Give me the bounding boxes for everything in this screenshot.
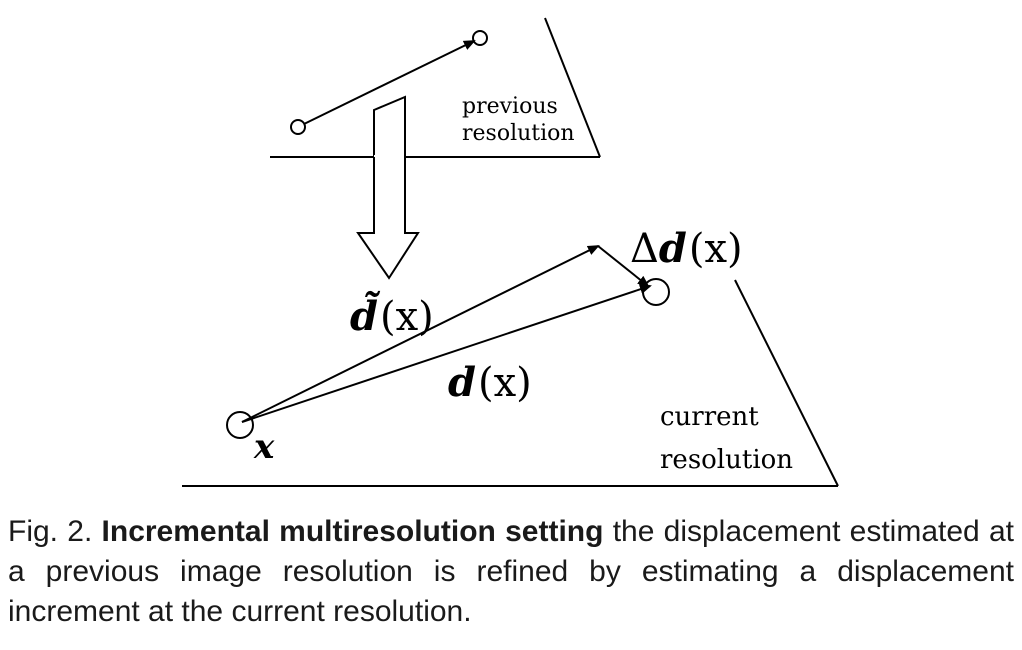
current-resolution-label-1: current (660, 402, 759, 432)
displacement-arrow (241, 284, 652, 423)
figure-diagram: previous resolution d̃(x) d(x) Δd(x) x c… (182, 17, 839, 487)
target-circle (642, 278, 670, 306)
label-x: x (253, 427, 275, 467)
projection-arrow (356, 95, 420, 280)
label-d-tilde: d̃(x) (350, 292, 434, 340)
caption-text: the displacement estimated at a previous… (8, 515, 1014, 628)
current-resolution-label-2: resolution (660, 445, 793, 475)
previous-resolution-label-2: resolution (462, 121, 575, 146)
label-d: d(x) (448, 359, 532, 406)
caption-title: Incremental multiresolution setting (101, 515, 604, 548)
current-resolution-plane (182, 279, 839, 487)
previous-resolution-plane (270, 17, 601, 158)
current-displacement-vectors (226, 245, 670, 439)
previous-resolution-label-1: previous (462, 94, 558, 119)
point-x-circle (226, 411, 254, 439)
figure-caption: Fig. 2. Incremental multiresolution sett… (8, 512, 1014, 632)
previous-displacement-vector (290, 30, 488, 135)
caption-prefix: Fig. 2. (8, 515, 93, 548)
predicted-displacement-arrow (241, 245, 600, 423)
increment-arrow (597, 245, 650, 288)
label-delta-d: Δd(x) (630, 225, 743, 272)
